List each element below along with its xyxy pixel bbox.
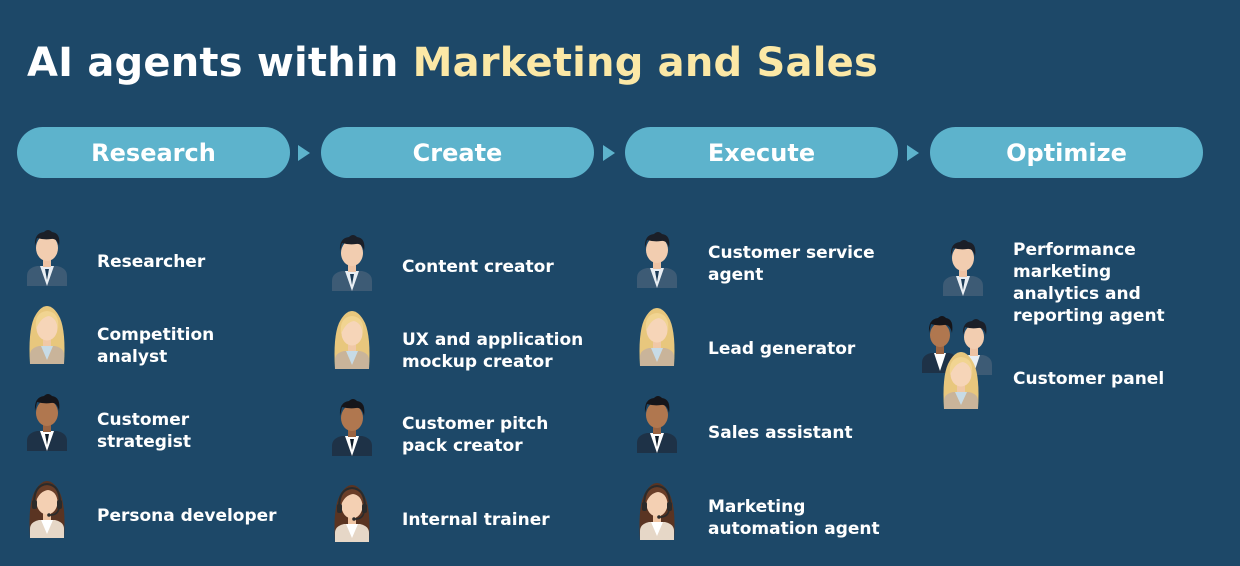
group-icon [920,311,994,409]
arrow-right-icon [298,145,310,161]
agent-label-pitch-pack-creator: Customer pitch pack creator [402,414,549,456]
woman-blonde-icon [329,307,375,369]
agent-label-internal-trainer: Internal trainer [402,510,550,530]
man-dark-icon [634,391,680,453]
woman-headset-icon [24,476,70,538]
title-prefix: AI agents within [27,40,413,86]
arrow-right-icon [907,145,919,161]
agent-label-researcher: Researcher [97,252,206,272]
phase-optimize: Optimize [930,127,1203,178]
man-light-icon [329,229,375,291]
arrow-right-icon [603,145,615,161]
man-dark-icon [329,394,375,456]
agent-label-customer-service-agent: Customer service agent [708,243,875,285]
page-title: AI agents within Marketing and Sales [27,40,878,86]
man-light-icon [24,224,70,286]
man-light-icon [940,234,986,296]
woman-blonde-icon [634,304,680,366]
phase-create: Create [321,127,594,178]
title-highlight: Marketing and Sales [412,40,878,86]
woman-blonde-icon [24,302,70,364]
agent-label-marketing-automation-agent: Marketing automation agent [708,497,880,539]
agent-label-lead-generator: Lead generator [708,339,856,359]
woman-headset-icon [329,480,375,542]
agent-label-customer-strategist: Customer strategist [97,410,191,452]
phase-execute: Execute [625,127,898,178]
agent-label-ux-mockup-creator: UX and application mockup creator [402,330,584,372]
phase-research: Research [17,127,290,178]
agent-label-content-creator: Content creator [402,257,554,277]
man-light-icon [634,226,680,288]
woman-headset-icon [634,478,680,540]
agent-label-competition-analyst: Competition analyst [97,325,215,367]
man-dark-icon [24,389,70,451]
agent-label-persona-developer: Persona developer [97,506,277,526]
agent-label-sales-assistant: Sales assistant [708,423,853,443]
agent-label-customer-panel: Customer panel [1013,369,1165,389]
agent-label-performance-reporting-agent: Performance marketing analytics and repo… [1013,240,1165,326]
